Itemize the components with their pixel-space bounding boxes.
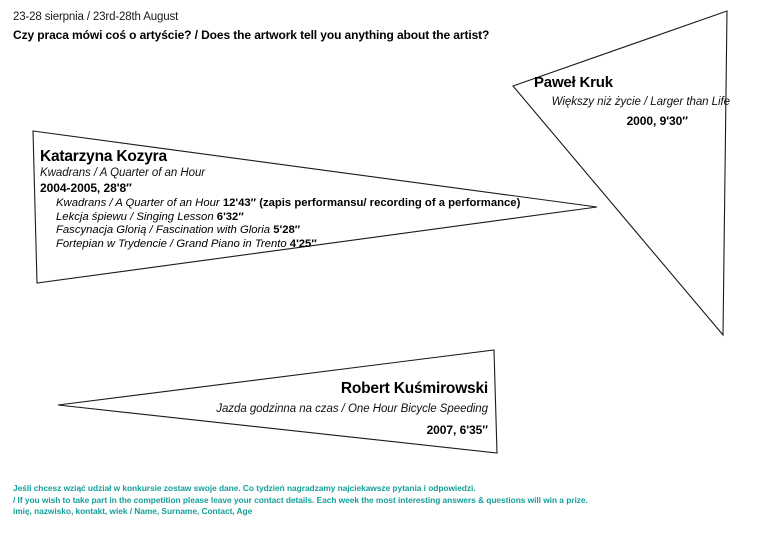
artist-work-title-kusmirowski: Jazda godzinna na czas / One Hour Bicycl…: [216, 403, 488, 415]
work-duration: 6'32″: [216, 210, 244, 223]
work-list-kozyra: Kwadrans / A Quarter of an Hour 12'43″ (…: [40, 197, 520, 252]
artist-name-kruk: Paweł Kruk: [534, 74, 613, 91]
work-list-item: Fortepian w Trydencie / Grand Piano in T…: [56, 238, 510, 252]
poster-footer: Jeśli chcesz wziąć udział w konkursie zo…: [13, 483, 713, 518]
artist-work-meta-kusmirowski: 2007, 6'35″: [426, 423, 488, 437]
work-note: (zapis performansu/ recording of a perfo…: [259, 197, 521, 209]
triangle-kruk: [513, 11, 727, 335]
artist-block-kruk: Paweł Kruk Większy niż życie / Larger th…: [520, 73, 730, 131]
footer-line-en: / If you wish to take part in the compet…: [13, 494, 588, 505]
artist-block-kozyra: Katarzyna Kozyra Kwadrans / A Quarter of…: [40, 147, 520, 252]
artist-name-kusmirowski: Robert Kuśmirowski: [340, 380, 488, 397]
artist-block-kusmirowski: Robert Kuśmirowski Jazda godzinna na cza…: [180, 378, 488, 440]
work-list-item: Lekcja śpiewu / Singing Lesson 6'32″: [56, 211, 510, 225]
artist-work-title-kruk: Większy niż życie / Larger than Life: [551, 96, 730, 108]
work-title: Fortepian w Trydencie / Grand Piano in T…: [56, 237, 287, 250]
footer-line-fields: imię, nazwisko, kontakt, wiek / Name, Su…: [13, 506, 253, 517]
work-duration: 12'43″: [222, 197, 257, 209]
work-list-item: Kwadrans / A Quarter of an Hour 12'43″ (…: [56, 197, 520, 211]
work-duration: 4'25″: [289, 237, 317, 250]
poster-header: 23-28 sierpnia / 23rd-28th August Czy pr…: [13, 9, 633, 44]
artist-name-kozyra: Katarzyna Kozyra: [40, 148, 167, 165]
footer-line-pl: Jeśli chcesz wziąć udział w konkursie zo…: [13, 483, 476, 493]
artist-work-title-kozyra: Kwadrans / A Quarter of an Hour: [40, 167, 206, 179]
work-title: Lekcja śpiewu / Singing Lesson: [56, 210, 214, 223]
work-list-item: Fascynacja Glorią / Fascination with Glo…: [56, 224, 510, 238]
header-dates: 23-28 sierpnia / 23rd-28th August: [13, 11, 179, 23]
artist-work-meta-kruk: 2000, 9'30″: [626, 114, 688, 128]
header-question: Czy praca mówi coś o artyście? / Does th…: [13, 28, 490, 42]
work-title: Kwadrans / A Quarter of an Hour: [56, 197, 220, 209]
artist-work-meta-kozyra: 2004-2005, 28'8″: [40, 181, 132, 195]
work-duration: 5'28″: [273, 224, 301, 237]
work-title: Fascynacja Glorią / Fascination with Glo…: [56, 224, 271, 237]
